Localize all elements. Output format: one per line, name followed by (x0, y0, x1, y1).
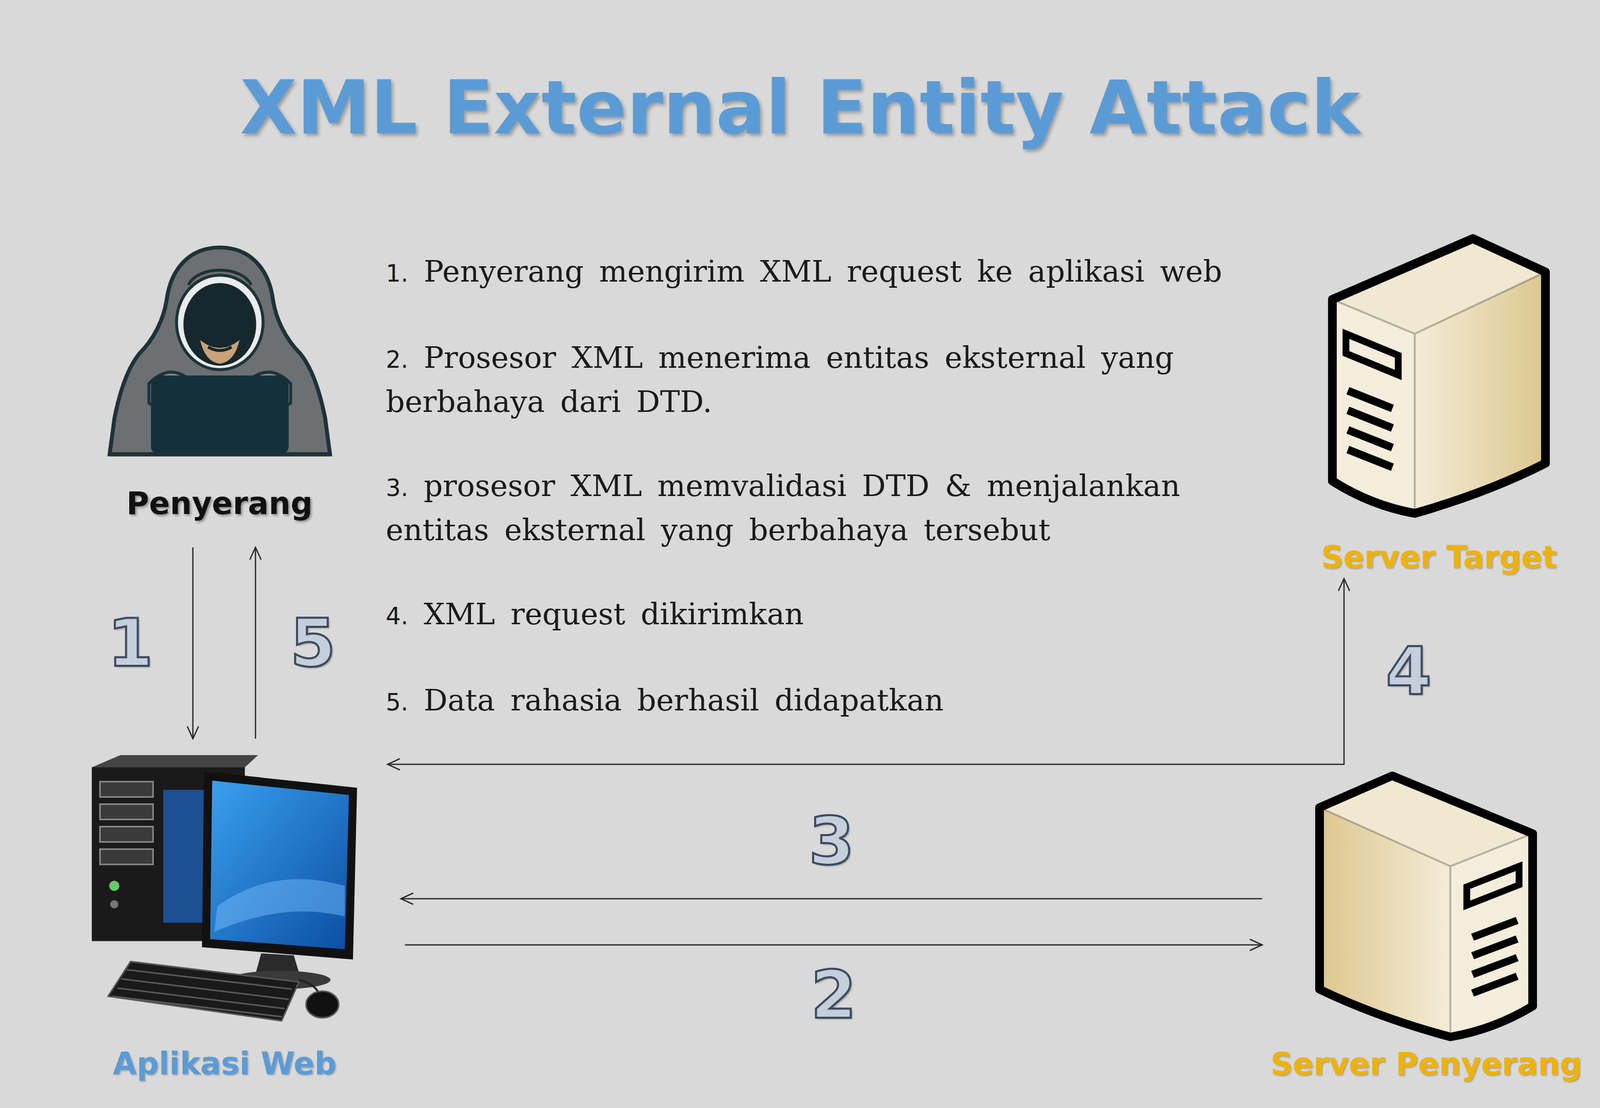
illustration-part (209, 780, 349, 950)
step-note: 3. prosesor XML memvalidasi DTD & menjal… (385, 464, 1269, 551)
node-icon (105, 241, 334, 463)
illustration-part (1332, 238, 1546, 513)
illustration-part (1466, 866, 1519, 906)
node-group: Penyerang (105, 241, 334, 522)
connector-arrow (401, 893, 1263, 905)
computer-icon (89, 753, 361, 1026)
illustration-part (99, 781, 153, 798)
node-label: Server Penyerang (1267, 1045, 1586, 1083)
connector-line (254, 547, 257, 739)
step-text: prosesor XML memvalidasi DTD & menjalank… (385, 468, 1180, 548)
step-number: 2. (385, 345, 409, 374)
illustration-part (305, 991, 339, 1018)
illustration-part (99, 848, 153, 865)
step-note: 1. Penyerang mengirim XML request ke apl… (385, 250, 1269, 295)
step-number-callout: 3 (808, 808, 855, 875)
illustration-part (1348, 390, 1393, 468)
step-number: 5. (385, 688, 409, 717)
node-icon (1326, 229, 1552, 522)
connector-line (401, 898, 1263, 900)
node-icon (89, 753, 361, 1026)
illustration-part (1332, 299, 1415, 514)
node-group: Server Penyerang (1267, 767, 1586, 1083)
arrow-head (1250, 939, 1263, 951)
step-note: 5. Data rahasia berhasil didapatkan (385, 679, 1269, 724)
step-text: Data rahasia berhasil didapatkan (408, 682, 944, 718)
illustration-part (109, 452, 330, 457)
node-label: Penyerang (105, 484, 334, 522)
connector-line (192, 547, 194, 739)
illustration-part (108, 880, 120, 892)
arrow-head (187, 726, 199, 739)
illustration-part (109, 247, 330, 455)
illustration-part (1472, 920, 1518, 994)
arrow-head (387, 578, 1351, 770)
illustration-part (183, 283, 256, 366)
connector-line (405, 944, 1263, 946)
step-note: 4. XML request dikirimkan (385, 593, 1269, 638)
server-icon (1313, 767, 1539, 1045)
connector-arrow (387, 578, 1351, 770)
step-list: 1. Penyerang mengirim XML request ke apl… (385, 250, 1269, 766)
illustration-part (200, 340, 240, 364)
illustration-part (99, 826, 153, 842)
step-note: 2. Prosesor XML menerima entitas ekstern… (385, 336, 1269, 423)
illustration-part (1332, 238, 1546, 513)
illustration-part (111, 969, 292, 1017)
step-number-callout: 4 (1385, 638, 1432, 705)
server-icon (1326, 229, 1552, 522)
illustration-part (298, 979, 319, 993)
step-text: Prosesor XML menerima entitas eksternal … (385, 340, 1174, 420)
illustration-part (91, 755, 258, 768)
step-number: 1. (385, 259, 409, 288)
connector-arrow (249, 547, 262, 739)
illustration-part (150, 375, 289, 455)
step-number-callout: 1 (107, 610, 153, 677)
illustration-part (213, 879, 345, 933)
illustration-part (1319, 775, 1533, 1037)
illustration-part (1346, 333, 1399, 375)
hacker-icon (105, 241, 334, 463)
step-number-callout: 5 (289, 610, 336, 677)
node-icon (1313, 767, 1539, 1045)
illustration-part (1319, 775, 1533, 1037)
illustration-part (109, 900, 118, 909)
illustration-part (1450, 833, 1533, 1037)
illustration-part (176, 274, 264, 370)
illustration-part (207, 346, 232, 351)
node-group: Aplikasi Web (89, 753, 361, 1082)
diagram-title: XML External Entity Attack (0, 63, 1600, 153)
illustration-part (99, 804, 153, 820)
node-label: Server Target (1317, 538, 1560, 576)
connector-arrow (187, 547, 199, 739)
step-text: Penyerang mengirim XML request ke aplika… (408, 253, 1222, 289)
arrow-head (249, 547, 262, 560)
node-label: Aplikasi Web (89, 1044, 361, 1082)
step-number-callout: 2 (810, 962, 857, 1029)
node-group: Server Target (1317, 229, 1560, 576)
step-text: XML request dikirimkan (408, 596, 804, 632)
connector-line (387, 578, 1345, 765)
arrow-head (401, 893, 414, 905)
illustration-part (201, 771, 357, 960)
step-number: 3. (385, 473, 409, 502)
illustration-part (107, 961, 299, 1021)
connector-arrow (405, 939, 1263, 951)
step-number: 4. (385, 602, 409, 630)
